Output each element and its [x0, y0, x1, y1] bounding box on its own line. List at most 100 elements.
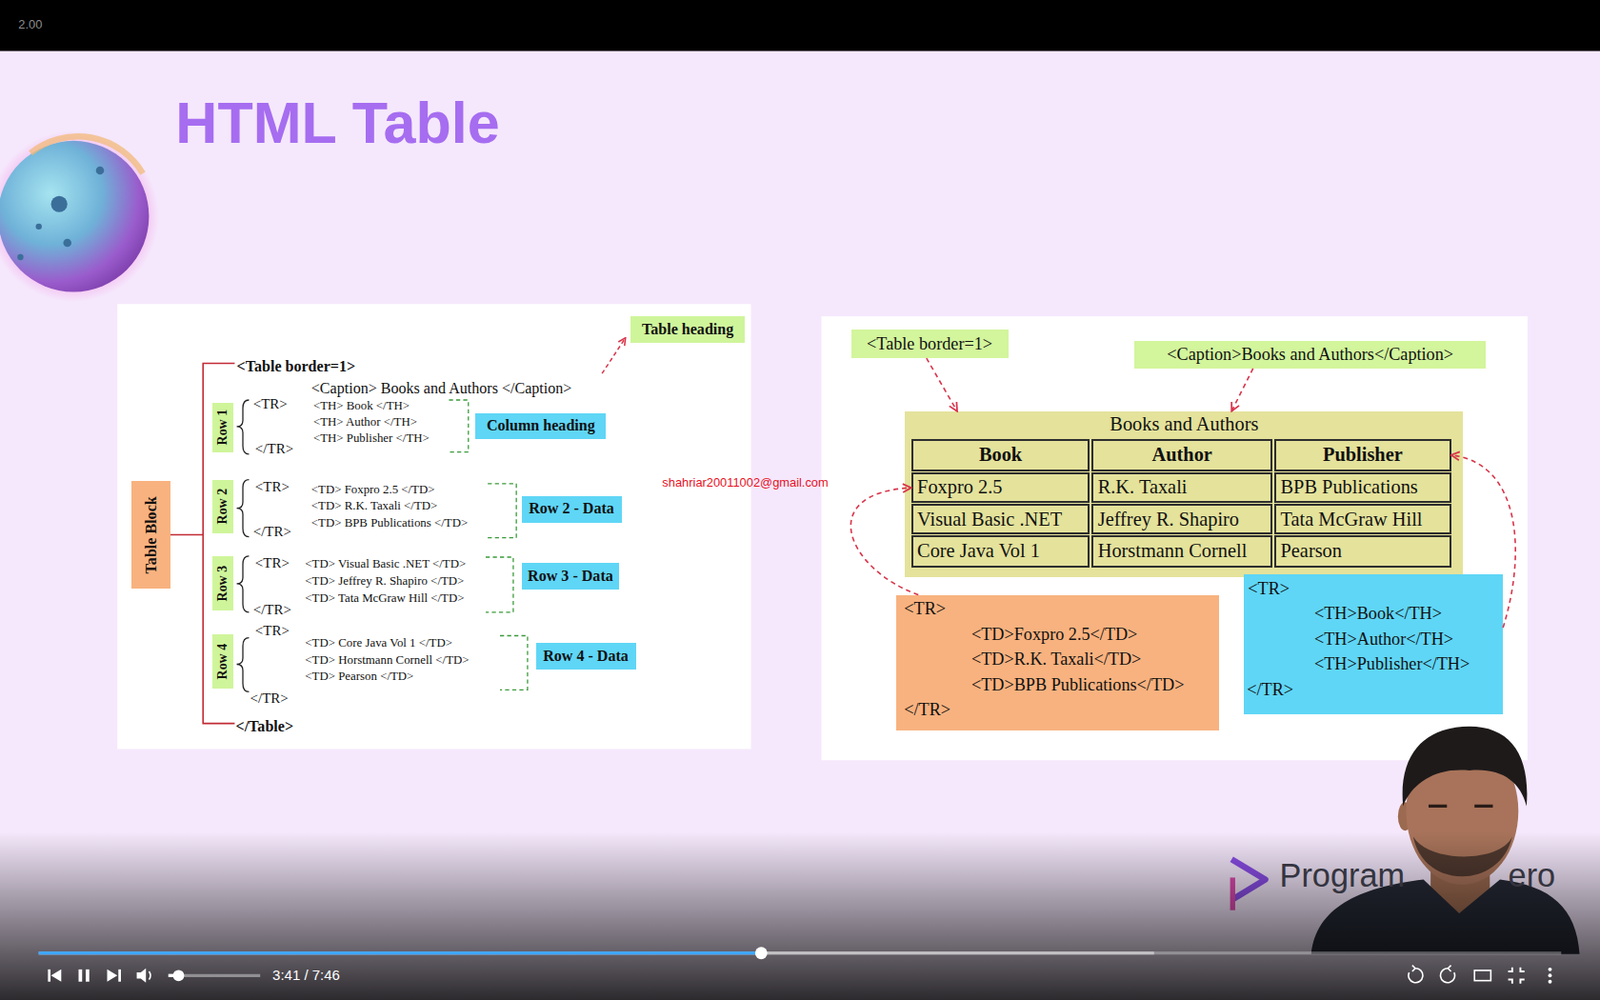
code-text: </TR> — [250, 689, 289, 707]
row-tag: Row 1 — [212, 402, 235, 452]
player-controls — [39, 946, 1562, 984]
top-bar — [0, 0, 1600, 52]
code-text: <TH> Book </TH> — [313, 399, 410, 414]
rendered-table: Books and AuthorsBook Author PublisherFoxp… — [904, 411, 1463, 579]
control-shade — [0, 831, 1600, 1000]
code-line: <TD>R.K. Taxali</TD> — [896, 646, 1220, 673]
table-cell: Publisher — [1274, 439, 1451, 472]
code-text: <TR> — [255, 621, 290, 640]
code-text: <TR> — [253, 395, 288, 413]
code-line: <TD>BPB Publications</TD> — [896, 672, 1220, 699]
logo-text: ero — [1508, 856, 1557, 896]
node-text: Jeffrey R. Shapiro — [1098, 508, 1240, 531]
dashed-brackets — [448, 400, 528, 690]
node-text: Table Block — [142, 496, 160, 574]
dashed-bracket — [487, 483, 517, 539]
node-text: Row 4 — [215, 643, 230, 680]
dashed-bracket — [485, 557, 514, 613]
curly-brace — [237, 480, 250, 538]
code-line: <TR> — [896, 596, 1220, 622]
presenter-eyes — [1428, 804, 1494, 808]
table-cell: Core Java Vol 1 — [911, 535, 1091, 567]
dashed-bracket — [500, 636, 528, 691]
code-text: <TD> Core Java Vol 1 </TD> — [304, 636, 453, 651]
code-line: <TD>Foxpro 2.5</TD> — [896, 621, 1220, 648]
table-cell: Horstmann Cornell — [1091, 535, 1273, 567]
node-text: Table heading — [641, 320, 734, 339]
code-text: <TD> R.K. Taxali </TD> — [311, 499, 439, 514]
logo-text: Program — [1280, 856, 1405, 896]
right-panel — [821, 316, 1528, 760]
node-text: Publisher — [1322, 443, 1403, 466]
dashed-connector — [1451, 455, 1517, 628]
node-text: Row 1 — [215, 409, 230, 446]
menu-icon — [1548, 967, 1553, 972]
curly-brace — [237, 638, 250, 693]
progress-buffer — [39, 951, 1155, 955]
row-tag: Row 2 — [212, 480, 235, 535]
node-text: Books and Authors — [904, 412, 1463, 436]
node-text: Row 3 - Data — [527, 567, 614, 585]
node-text: Tata McGraw Hill — [1280, 508, 1423, 531]
code-box: <TR><TH>Book</TH><TH>Author</TH><TH>Publ… — [1243, 574, 1503, 715]
table-cell: BPB Publications — [1274, 472, 1451, 503]
table-cell: Tata McGraw Hill — [1274, 503, 1451, 535]
tree-line — [170, 534, 203, 537]
menu-icon — [1548, 973, 1553, 978]
code-line: </TR> — [896, 697, 1220, 723]
progress-track — [39, 951, 1562, 955]
block-tag: Table Block — [131, 480, 171, 590]
row-tag: Row 3 — [212, 556, 235, 611]
menu-icon — [1548, 980, 1553, 984]
annotation-tag: Row 4 - Data — [536, 642, 637, 670]
node-text: Foxpro 2.5 — [917, 476, 1002, 499]
dashed-connector — [1231, 368, 1254, 412]
table-cell: Book — [911, 439, 1091, 472]
node-text: Author — [1152, 443, 1213, 466]
code-tag: <Table border=1> — [851, 329, 1009, 359]
annotation-tag: Table heading — [630, 316, 745, 343]
table-cell: Visual Basic .NET — [911, 503, 1091, 535]
code-text: </Table> — [236, 717, 295, 736]
time-readout: 3:41 / 7:46 — [272, 966, 340, 984]
node-text: Core Java Vol 1 — [917, 540, 1040, 562]
pause-icon — [79, 969, 83, 982]
node-text: Row 4 - Data — [542, 647, 629, 665]
code-box: <TR><TD>Foxpro 2.5</TD><TD>R.K. Taxali</… — [896, 595, 1220, 732]
volume-icon — [148, 971, 151, 980]
node-text: <Caption>Books and Authors</Caption> — [1166, 344, 1454, 365]
tree-line — [202, 362, 235, 723]
prev-icon — [47, 969, 51, 982]
left-panel — [117, 303, 751, 749]
prev-icon — [51, 969, 62, 982]
code-text: </TR> — [253, 600, 292, 619]
node-text: Row 2 - Data — [528, 500, 615, 518]
crater — [36, 223, 42, 230]
speed-readout: 2.00 — [18, 17, 42, 32]
code-line: <TH>Author</TH> — [1243, 626, 1503, 653]
next-icon — [118, 969, 121, 982]
code-text: <TD> BPB Publications </TD> — [311, 516, 468, 531]
curly-brace — [237, 400, 250, 455]
slide-title: HTML Table — [175, 88, 500, 159]
presenter-hair — [1402, 726, 1528, 807]
node-text: Row 2 — [215, 488, 230, 525]
node-text: Visual Basic .NET — [917, 508, 1062, 531]
code-text: <TD> Horstmann Cornell </TD> — [304, 653, 469, 668]
code-text: <TD> Tata McGraw Hill </TD> — [304, 591, 464, 606]
node-text: Column heading — [486, 417, 596, 435]
row-tag: Row 4 — [212, 634, 235, 689]
code-text: <TD> Jeffrey R. Shapiro </TD> — [304, 574, 464, 589]
crater — [51, 196, 68, 213]
theater-icon — [1474, 970, 1491, 981]
crater — [62, 239, 72, 248]
volume-knob — [173, 969, 185, 981]
rewind-icon — [1408, 965, 1423, 983]
forward-icon — [1440, 965, 1456, 983]
volume-icon — [137, 968, 147, 983]
code-text: <TR> — [255, 478, 290, 496]
code-text: </TR> — [253, 522, 292, 540]
fullscreen-icon — [1508, 967, 1525, 984]
planet-body — [0, 140, 149, 293]
